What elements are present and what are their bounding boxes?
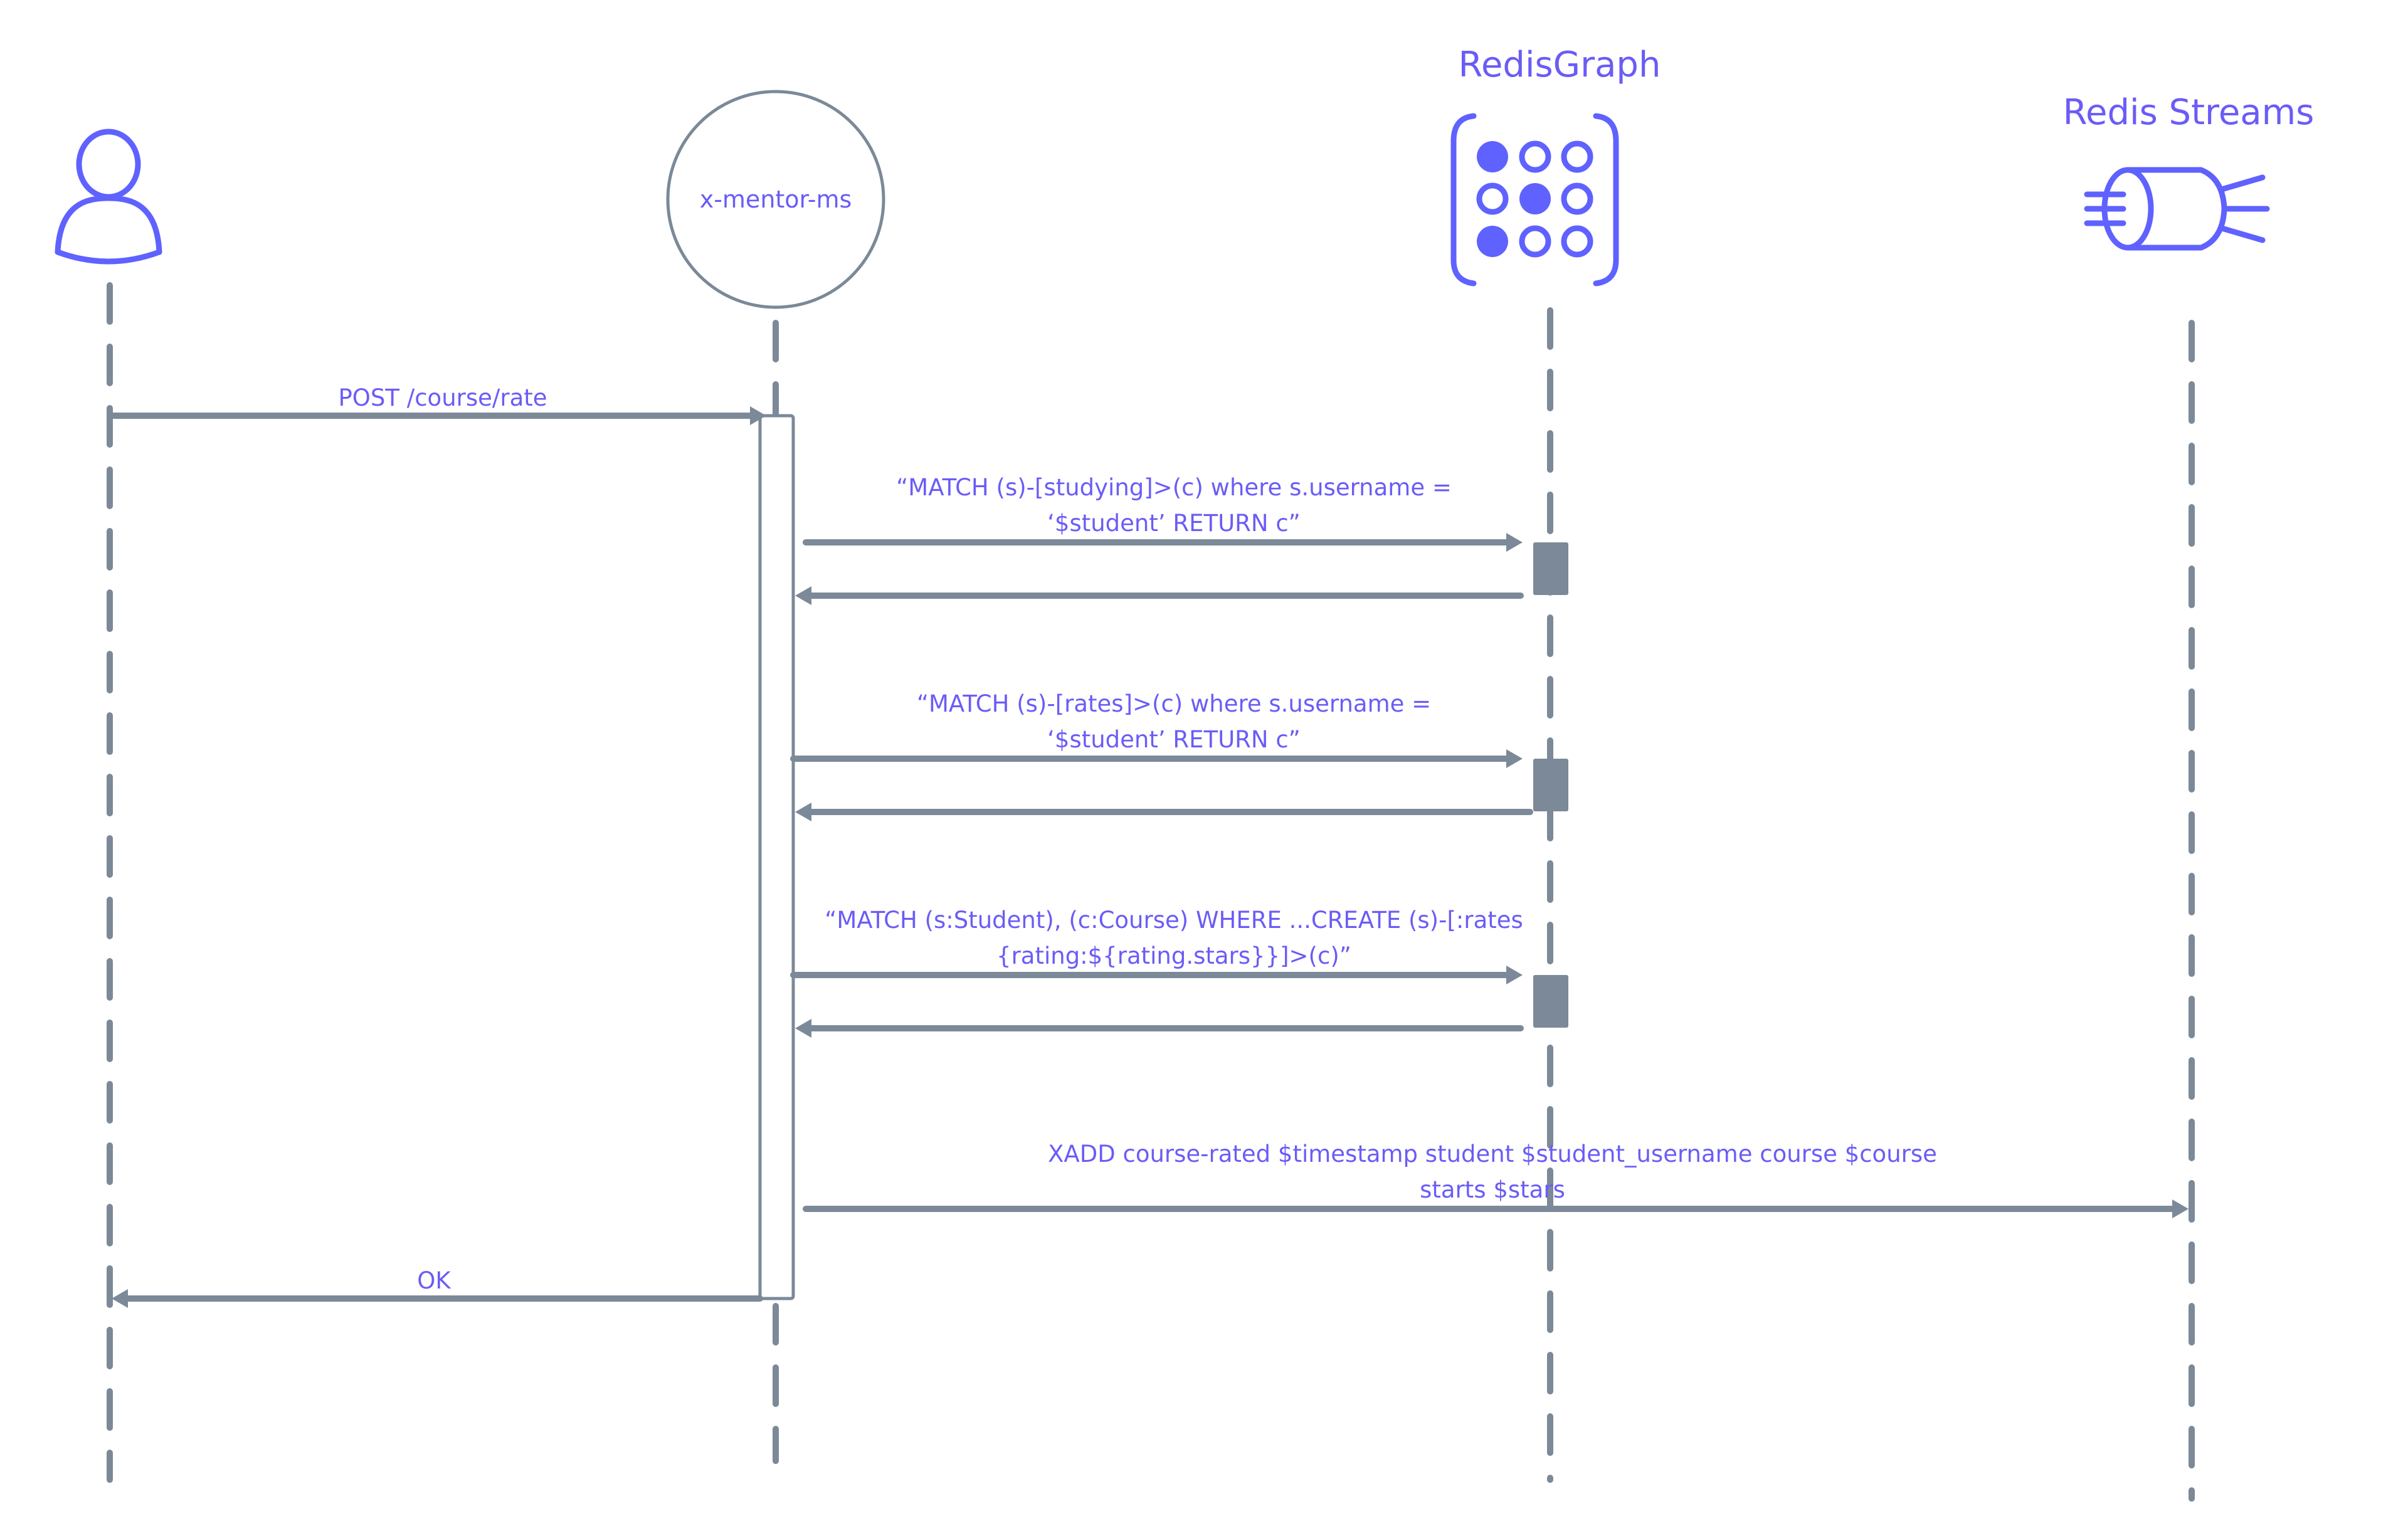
message-label-line1: “MATCH (s)-[rates]>(c) where s.username … [917, 690, 1431, 717]
message-match-create-rates: “MATCH (s:Student), (c:Course) WHERE ...… [790, 907, 1523, 984]
message-label-line2: ‘$student’ RETURN c” [1047, 726, 1301, 753]
user-icon [55, 129, 162, 265]
redisgraph-activation-2 [1533, 759, 1568, 811]
message-return-2 [795, 803, 1533, 821]
message-label-line2: {rating:${rating.stars}}]>(c)” [996, 942, 1351, 969]
message-post-course-rate: POST /course/rate [107, 384, 766, 442]
message-label-line2: starts $stars [1420, 1176, 1565, 1203]
redis-streams-cylinder-icon [2084, 167, 2270, 251]
service-activation-bar [758, 414, 795, 1300]
redis-streams-title: Redis Streams [2063, 92, 2315, 133]
redisgraph-title: RedisGraph [1459, 45, 1661, 85]
message-label-line1: “MATCH (s)-[studying]>(c) where s.userna… [896, 474, 1452, 501]
redisgraph-activation-3 [1533, 975, 1568, 1028]
message-label-line1: “MATCH (s:Student), (c:Course) WHERE ...… [825, 907, 1523, 934]
message-return-3 [795, 1019, 1524, 1038]
service-circle [666, 90, 885, 309]
message-ok-response: OK [112, 1267, 763, 1308]
redisgraph-matrix-icon [1450, 113, 1619, 287]
message-match-rates: “MATCH (s)-[rates]>(c) where s.username … [790, 690, 1523, 768]
service-node: x-mentor-ms [666, 90, 885, 309]
message-label: POST /course/rate [338, 384, 547, 411]
message-xadd-course-rated: XADD course-rated $timestamp student $st… [803, 1141, 2189, 1218]
message-label-line2: ‘$student’ RETURN c” [1047, 510, 1301, 537]
message-return-1 [795, 586, 1524, 605]
redisgraph-activation-1 [1533, 542, 1568, 595]
message-match-studying: “MATCH (s)-[studying]>(c) where s.userna… [803, 474, 1523, 552]
service-label: x-mentor-ms [700, 186, 852, 213]
message-label: OK [417, 1267, 452, 1294]
message-label-line1: XADD course-rated $timestamp student $st… [1048, 1141, 1937, 1167]
